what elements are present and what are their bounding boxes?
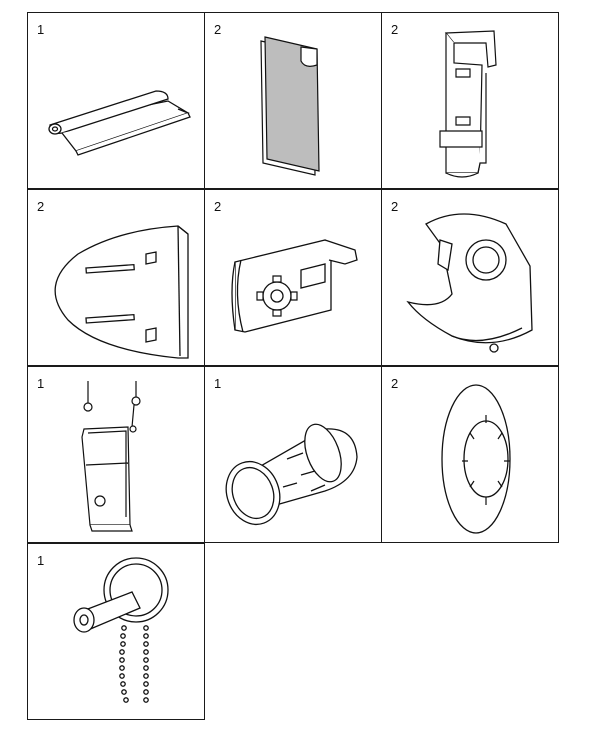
end-cap-cover-icon	[28, 190, 203, 364]
gear-bracket-icon	[205, 190, 380, 364]
part-cell-fabric-roll: 1	[27, 12, 205, 189]
quantity-label: 1	[37, 553, 45, 568]
washer-disc-icon	[382, 367, 557, 541]
bracket-holder-icon	[382, 190, 557, 364]
part-cell-washer-disc: 2	[381, 366, 559, 543]
chain-control-mechanism-icon	[28, 544, 203, 718]
quantity-label: 2	[214, 22, 222, 37]
quantity-label: 2	[391, 376, 399, 391]
part-cell-chain-control-mechanism: 1	[27, 543, 205, 720]
quantity-label: 1	[37, 22, 45, 37]
quantity-label: 2	[214, 199, 222, 214]
part-cell-adhesive-tape: 2	[204, 12, 382, 189]
mounting-clip-icon	[382, 13, 557, 187]
chain-weight-clip-icon	[28, 367, 203, 541]
adhesive-tape-sheet-icon	[205, 13, 380, 187]
quantity-label: 1	[37, 376, 45, 391]
part-cell-tube-plug: 1	[204, 366, 382, 543]
part-cell-bracket-holder: 2	[381, 189, 559, 366]
part-cell-end-cap: 2	[27, 189, 205, 366]
fabric-roll-icon	[28, 13, 203, 187]
part-cell-chain-weight-clip: 1	[27, 366, 205, 543]
quantity-label: 1	[214, 376, 222, 391]
part-cell-gear-bracket: 2	[204, 189, 382, 366]
quantity-label: 2	[37, 199, 45, 214]
part-cell-mounting-clip: 2	[381, 12, 559, 189]
quantity-label: 2	[391, 22, 399, 37]
quantity-label: 2	[391, 199, 399, 214]
tube-plug-icon	[205, 367, 380, 541]
